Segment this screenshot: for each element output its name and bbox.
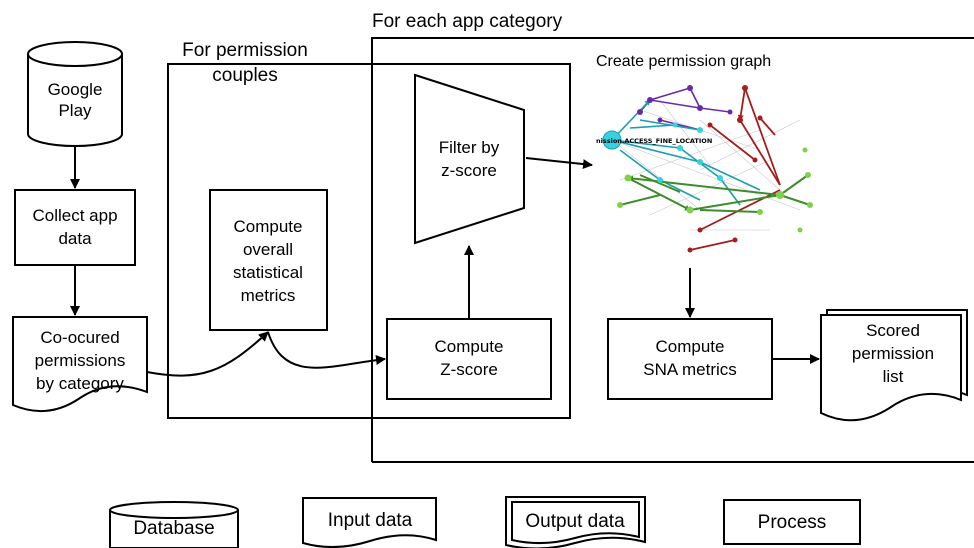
compute-overall-line4: metrics bbox=[241, 286, 296, 305]
graph-purple-edges bbox=[639, 87, 731, 131]
legend-input-label: Input data bbox=[328, 510, 413, 531]
filter-zscore-line2: z-score bbox=[441, 161, 497, 180]
filter-zscore-line1: Filter by bbox=[439, 138, 500, 157]
app-category-frame-title: For each app category bbox=[372, 11, 563, 32]
arrow-coocured-to-overall bbox=[146, 331, 269, 377]
app-category-frame: For each app category bbox=[371, 11, 974, 463]
scored-list-line2: permission bbox=[852, 344, 934, 363]
compute-overall-metrics-process: Compute overall statistical metrics bbox=[209, 189, 328, 331]
graph-red-edges bbox=[689, 87, 781, 251]
co-ocured-line2: permissions bbox=[35, 351, 126, 370]
compute-overall-line1: Compute bbox=[234, 217, 303, 236]
compute-zscore-line2: Z-score bbox=[440, 360, 498, 379]
permission-graph: nission.ACCESS_FINE_LOCATION bbox=[596, 85, 813, 253]
collect-app-data-line1: Collect app bbox=[32, 206, 117, 225]
graph-center-label: nission.ACCESS_FINE_LOCATION bbox=[596, 137, 712, 145]
permission-couples-frame: For permission couples bbox=[167, 40, 571, 419]
create-graph-title: Create permission graph bbox=[596, 53, 771, 70]
compute-sna-metrics-process: Compute SNA metrics bbox=[607, 318, 773, 400]
legend-output-label: Output data bbox=[525, 511, 625, 532]
compute-sna-line1: Compute bbox=[656, 337, 725, 356]
google-play-label-line2: Play bbox=[58, 101, 92, 120]
graph-green-edges bbox=[619, 174, 811, 213]
legend-input-data: Input data bbox=[302, 497, 437, 548]
scored-permission-list-output: Scored permission list bbox=[820, 309, 968, 422]
connectors bbox=[70, 146, 820, 377]
scored-list-line1: Scored bbox=[866, 321, 920, 340]
legend-process: Process bbox=[723, 499, 861, 545]
arrow-overall-to-zscore bbox=[267, 331, 386, 369]
legend-output-data: Output data bbox=[505, 496, 646, 548]
google-play-database: Google Play bbox=[27, 41, 123, 147]
filter-zscore-process: Filter by z-score bbox=[414, 73, 525, 245]
scored-list-line3: list bbox=[883, 367, 904, 386]
legend-database: Database bbox=[109, 501, 239, 548]
compute-zscore-line1: Compute bbox=[435, 337, 504, 356]
compute-sna-line2: SNA metrics bbox=[643, 360, 737, 379]
permission-couples-title-line2: couples bbox=[212, 65, 278, 86]
legend-process-label: Process bbox=[758, 512, 827, 533]
arrow-filter-to-graph bbox=[525, 157, 593, 170]
compute-zscore-process: Compute Z-score bbox=[386, 318, 552, 400]
co-ocured-permissions-input: Co-ocured permissions by category bbox=[12, 316, 148, 413]
compute-overall-line2: overall bbox=[243, 240, 293, 259]
co-ocured-line3: by category bbox=[36, 374, 124, 393]
graph-cyan-edges bbox=[611, 99, 761, 206]
legend: Database Input data Output data Process bbox=[109, 496, 861, 548]
co-ocured-line1: Co-ocured bbox=[40, 328, 119, 347]
google-play-label-line1: Google bbox=[48, 80, 103, 99]
compute-overall-line3: statistical bbox=[233, 263, 303, 282]
collect-app-data-process: Collect app data bbox=[14, 189, 136, 266]
graph-nodes bbox=[602, 85, 813, 253]
collect-app-data-line2: data bbox=[58, 229, 92, 248]
legend-database-label: Database bbox=[133, 518, 214, 539]
permission-couples-title-line1: For permission bbox=[182, 40, 308, 61]
